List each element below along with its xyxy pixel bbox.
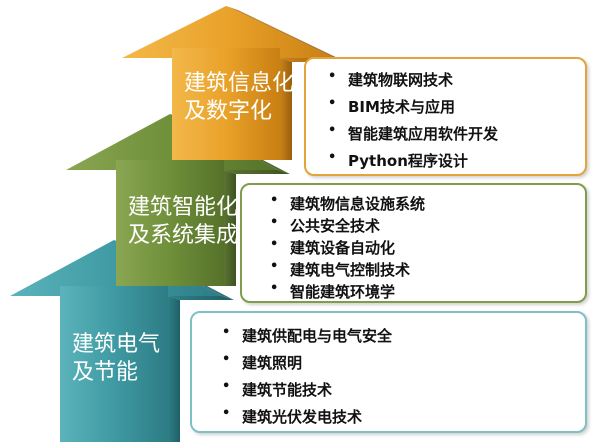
topic-text: Python程序设计 — [348, 152, 468, 170]
arrow-middle-title-line2: 及系统集成 — [128, 223, 239, 248]
topic-text: 公共安全技术 — [290, 217, 381, 235]
bullet-icon: • — [222, 352, 231, 367]
topic-text: 建筑供配电与电气安全 — [242, 327, 393, 345]
bullet-icon: • — [270, 237, 279, 252]
topic-text: BIM技术与应用 — [348, 98, 455, 116]
arrow-middle-title-line1: 建筑智能化 — [128, 195, 239, 220]
bullet-icon: • — [328, 69, 337, 84]
topic-text: 建筑光伏发电技术 — [242, 408, 363, 426]
bullet-icon: • — [328, 96, 337, 111]
bullet-icon: • — [270, 281, 279, 296]
topic-text: 智能建筑应用软件开发 — [348, 125, 499, 143]
topic-text: 建筑设备自动化 — [290, 239, 396, 257]
topic-text: 建筑电气控制技术 — [290, 261, 411, 279]
bottom-level-topic-box: • 建筑供配电与电气安全 • 建筑照明 • 建筑节能技术 • 建筑光伏发电技术 — [190, 311, 587, 433]
arrow-top-level — [122, 6, 346, 160]
bullet-icon: • — [270, 259, 279, 274]
bullet-icon: • — [328, 123, 337, 138]
topic-text: 建筑物信息设施系统 — [290, 195, 426, 213]
topic-text: 建筑照明 — [242, 354, 303, 372]
bullet-icon: • — [270, 193, 279, 208]
arrow-top-title: 建筑信息化 及数字化 — [184, 70, 294, 126]
topic-text: 建筑节能技术 — [242, 381, 333, 399]
arrow-bottom-title: 建筑电气 及节能 — [72, 331, 160, 387]
bullet-icon: • — [270, 215, 279, 230]
arrow-middle-title: 建筑智能化 及系统集成 — [128, 194, 238, 250]
bullet-icon: • — [328, 150, 337, 165]
arrow-bottom-title-line1: 建筑电气 — [72, 332, 161, 357]
bullet-icon: • — [222, 406, 231, 421]
top-level-topic-box: • 建筑物联网技术 • BIM技术与应用 • 智能建筑应用软件开发 • Pyth… — [304, 57, 587, 176]
topic-text: 智能建筑环境学 — [290, 283, 396, 301]
arrow-top-title-line1: 建筑信息化 — [184, 71, 295, 96]
middle-level-topic-box: • 建筑物信息设施系统 • 公共安全技术 • 建筑设备自动化 • 建筑电气控制技… — [240, 183, 587, 303]
arrow-bottom-title-line2: 及节能 — [72, 360, 139, 385]
topic-text: 建筑物联网技术 — [348, 71, 454, 89]
arrow-top-title-line2: 及数字化 — [184, 99, 273, 124]
bullet-icon: • — [222, 325, 231, 340]
bullet-icon: • — [222, 379, 231, 394]
